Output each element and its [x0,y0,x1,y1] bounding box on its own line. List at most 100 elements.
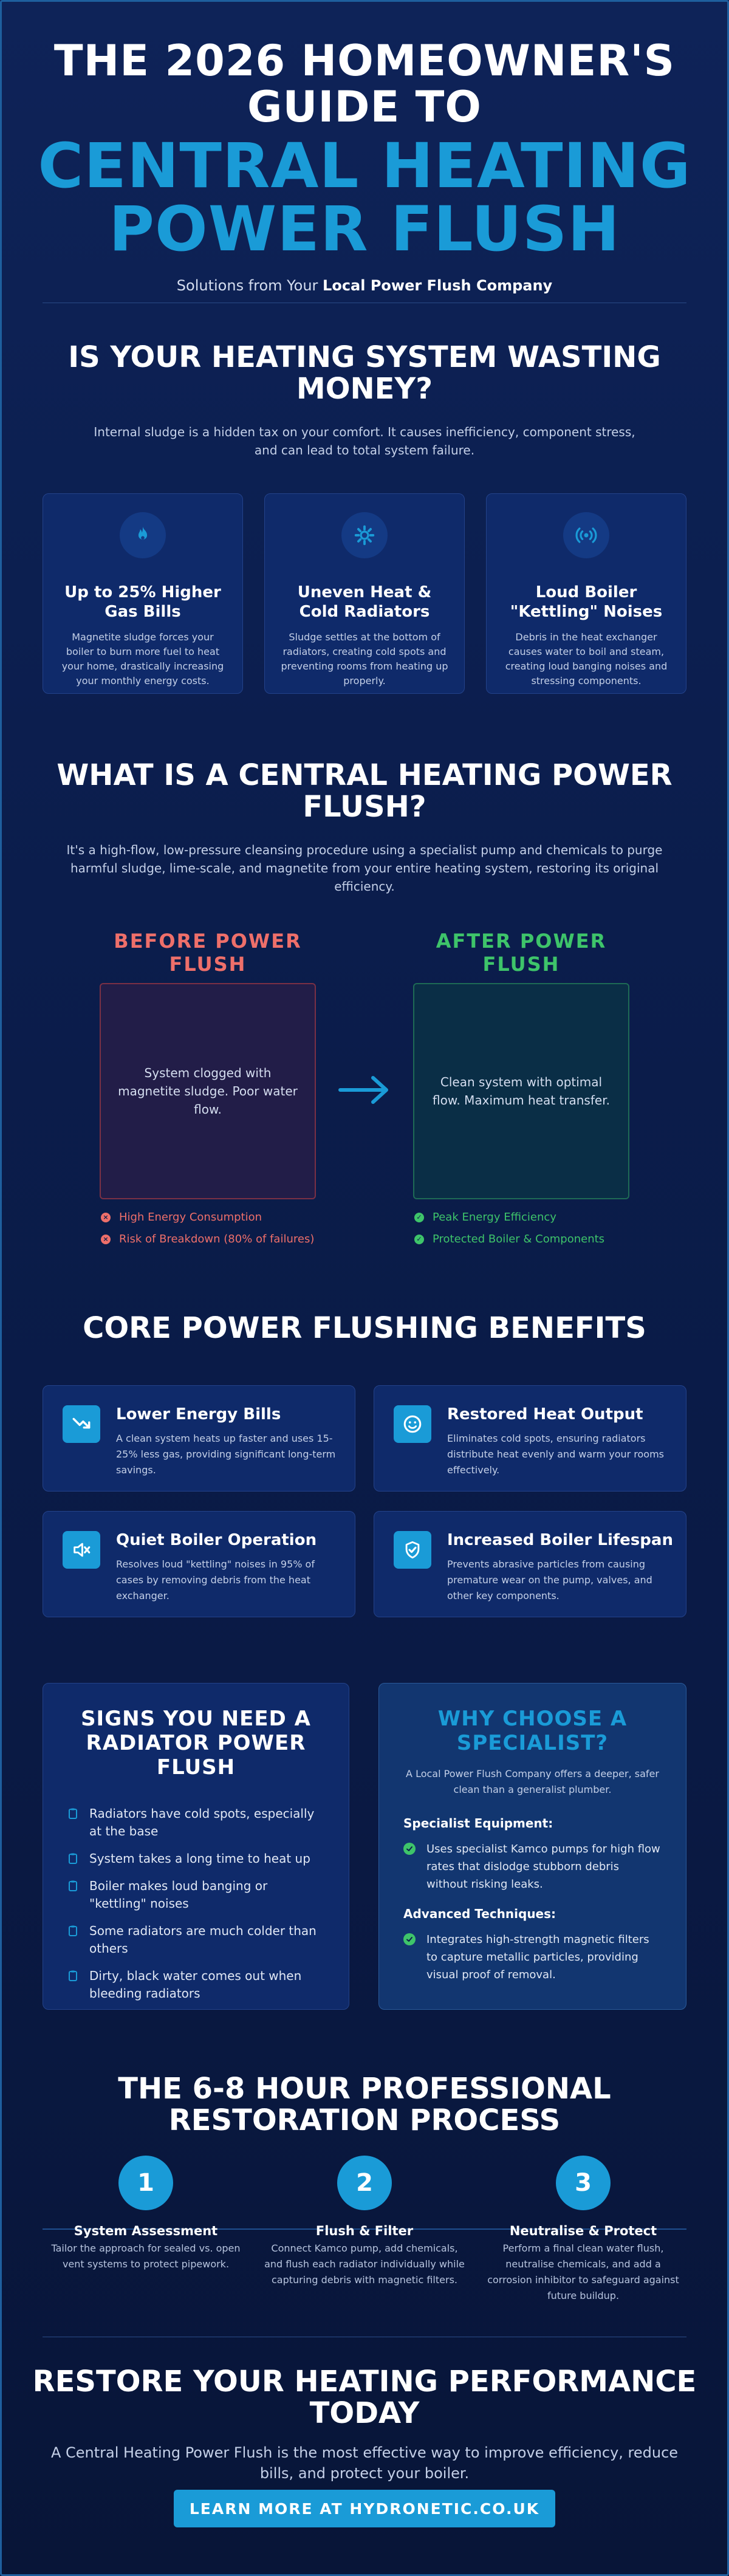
x-icon: × [101,1235,111,1244]
benefit-card: Restored Heat Output Eliminates cold spo… [374,1385,686,1492]
after-list: ✓Peak Energy Efficiency ✓Protected Boile… [414,1210,604,1254]
problem-lead-line1: Internal sludge is a hidden tax on your … [94,425,635,439]
problem-card-text: Debris in the heat exchanger causes wate… [505,631,668,687]
hero-subtitle: Solutions from Your Local Power Flush Co… [0,277,729,294]
cta-title-line2: TODAY [309,2396,420,2430]
cta-title-line1: RESTORE YOUR HEATING PERFORMANCE [32,2365,697,2399]
benefit-card: Quiet Boiler Operation Resolves loud "ke… [43,1511,355,1617]
step-title: Neutralise & Protect [509,2224,657,2238]
fire-icon [120,512,166,558]
check-icon [403,1933,416,1945]
what-title-line2: FLUSH? [303,790,426,824]
benefit-card: Lower Energy Bills A clean system heats … [43,1385,355,1492]
before-list: ×High Energy Consumption ×Risk of Breakd… [101,1210,314,1254]
check-icon: ✓ [414,1235,424,1244]
list-item: ✓Peak Energy Efficiency [414,1210,604,1225]
list-item: Dirty, black water comes out when bleedi… [67,1967,324,2002]
benefits-title: CORE POWER FLUSHING BENEFITS [83,1311,646,1345]
problem-card-uneven-heat: Uneven Heat &Cold Radiators Sludge settl… [264,493,465,694]
check-icon [403,1843,416,1855]
signs-list: Radiators have cold spots, especially at… [67,1805,324,2002]
clipboard-icon [69,1880,77,1891]
x-icon: × [101,1213,111,1222]
problem-section: IS YOUR HEATING SYSTEM WASTING MONEY? In… [0,341,729,459]
benefit-title: Lower Energy Bills [116,1405,281,1423]
sound-wave-icon [563,512,609,558]
mute-icon [63,1531,100,1569]
benefit-card: Increased Boiler Lifespan Prevents abras… [374,1511,686,1617]
why-equipment-label: Specialist Equipment: [403,1816,553,1831]
clipboard-icon [69,1853,77,1864]
learn-more-button[interactable]: LEARN MORE AT HYDRONETIC.CO.UK [174,2490,555,2527]
shield-check-icon [394,1531,431,1569]
step-text: Perform a final clean water flush, neutr… [487,2242,679,2301]
list-item: ✓Protected Boiler & Components [414,1232,604,1247]
benefit-text: Prevents abrasive particles from causing… [447,1558,652,1601]
problem-card-text: Magnetite sludge forces your boiler to b… [61,631,224,687]
problem-card-text: Sludge settles at the bottom of radiator… [281,631,448,687]
cta-section: RESTORE YOUR HEATING PERFORMANCE TODAY A… [0,2366,729,2484]
hero-title-accent2: POWER FLUSH [109,193,620,265]
what-section: WHAT IS A CENTRAL HEATING POWER FLUSH? I… [0,759,729,896]
hero-subtitle-prefix: Solutions from Your [176,277,323,294]
step-number: 3 [556,2156,611,2210]
step-title: System Assessment [74,2224,218,2238]
problem-lead-line2: and can lead to total system failure. [254,443,475,457]
hero-title-accent1: CENTRAL HEATING [38,130,691,202]
hero-title-line1: THE 2026 HOMEOWNER'S [53,36,676,86]
why-lead: A Local Power Flush Company offers a dee… [406,1768,659,1795]
clipboard-icon [69,1925,77,1936]
check-icon: ✓ [414,1213,424,1222]
clipboard-icon [69,1808,77,1819]
what-title-line1: WHAT IS A CENTRAL HEATING POWER [56,758,673,792]
list-item: ×High Energy Consumption [101,1210,314,1225]
benefit-text: A clean system heats up faster and uses … [116,1433,336,1476]
smile-icon [394,1405,431,1443]
benefit-title: Quiet Boiler Operation [116,1531,317,1549]
process-title-line2: RESTORATION PROCESS [168,2103,561,2137]
problem-card-kettling: Loud Boiler"Kettling" Noises Debris in t… [486,493,686,694]
gear-icon [341,512,388,558]
list-item: Radiators have cold spots, especially at… [67,1805,324,1840]
benefit-text: Resolves loud "kettling" noises in 95% o… [116,1558,315,1601]
hero-subtitle-company: Local Power Flush Company [323,277,553,294]
list-item: Integrates high-strength magnetic filter… [403,1931,662,1984]
clipboard-icon [69,1970,77,1981]
list-item: Boiler makes loud banging or "kettling" … [67,1877,324,1913]
what-lead: It's a high-flow, low-pressure cleansing… [66,843,663,894]
step-number: 1 [118,2156,173,2210]
why-techniques-label: Advanced Techniques: [403,1906,556,1921]
benefit-title: Restored Heat Output [447,1405,643,1423]
benefit-text: Eliminates cold spots, ensuring radiator… [447,1433,665,1476]
cta-lead: A Central Heating Power Flush is the mos… [50,2444,679,2482]
process-timeline [43,2228,686,2230]
step-text: Tailor the approach for sealed vs. open … [51,2242,241,2270]
benefit-title: Increased Boiler Lifespan [447,1531,673,1549]
trend-down-icon [63,1405,100,1443]
hero-section: THE 2026 HOMEOWNER'S GUIDE TO CENTRAL HE… [0,38,729,294]
before-panel: System clogged with magnetite sludge. Po… [100,983,316,1199]
list-item: System takes a long time to heat up [67,1850,324,1868]
process-title-line1: THE 6-8 HOUR PROFESSIONAL [118,2072,611,2106]
problem-card-title: Uneven Heat &Cold Radiators [297,583,432,621]
problem-title-line1: IS YOUR HEATING SYSTEM WASTING [68,340,661,374]
process-section: THE 6-8 HOUR PROFESSIONAL RESTORATION PR… [0,2073,729,2136]
step-text: Connect Kamco pump, add chemicals, and f… [264,2242,465,2286]
list-item: ×Risk of Breakdown (80% of failures) [101,1232,314,1247]
hero-title-line2: GUIDE TO [247,82,482,132]
after-panel: Clean system with optimal flow. Maximum … [413,983,629,1199]
list-item: Some radiators are much colder than othe… [67,1922,324,1958]
step-title: Flush & Filter [315,2224,414,2238]
list-item: Uses specialist Kamco pumps for high flo… [403,1840,662,1893]
step-number: 2 [337,2156,392,2210]
